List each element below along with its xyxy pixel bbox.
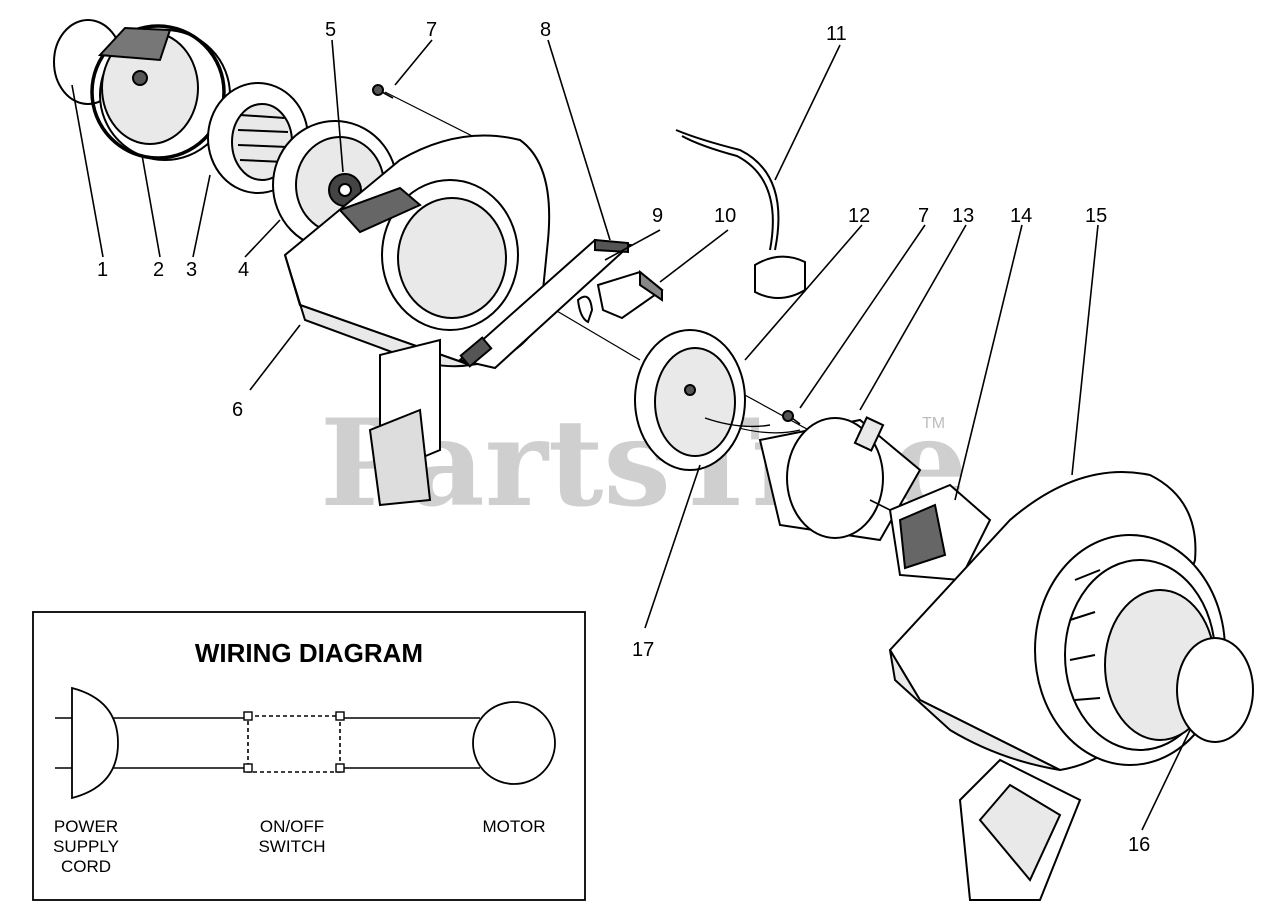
callout-numbers: 1 2 3 4 5 6 7 8 9 10 11 12 7 13 14 15 16… xyxy=(97,19,1150,856)
wiring-diagram-panel: WIRING DIAGRAM POWER SUPPLY CORD ON/OFF … xyxy=(32,611,586,901)
callout-3: 3 xyxy=(186,259,197,281)
power-cord-label-line-1: POWER xyxy=(54,817,118,836)
callout-9: 9 xyxy=(652,205,663,227)
part-10-on-off-switch xyxy=(596,269,664,320)
motor-symbol xyxy=(472,701,556,785)
power-cord-label-line-3: CORD xyxy=(61,857,111,876)
leader-lines xyxy=(71,39,1191,831)
wiring-diagram-title: WIRING DIAGRAM xyxy=(195,638,423,668)
callout-11: 11 xyxy=(826,23,847,45)
on-off-switch-symbol xyxy=(243,711,345,773)
callout-8: 8 xyxy=(540,19,551,41)
callout-7-top: 7 xyxy=(426,19,437,41)
callout-12: 12 xyxy=(848,205,870,227)
callout-17: 17 xyxy=(632,639,654,661)
motor-label: MOTOR xyxy=(483,817,546,836)
callout-1: 1 xyxy=(97,259,108,281)
watermark-trademark: TM xyxy=(922,415,945,432)
part-9-switch-clip xyxy=(576,295,594,324)
part-7-screw-top xyxy=(372,84,394,99)
part-7-screw-lower xyxy=(782,410,801,425)
callout-16: 16 xyxy=(1128,834,1150,856)
switch-label-line-2: SWITCH xyxy=(258,837,325,856)
callout-10: 10 xyxy=(714,205,736,227)
part-14-motor xyxy=(869,483,992,582)
part-12-motor-end-cap xyxy=(634,329,746,471)
callout-6: 6 xyxy=(232,399,243,421)
callout-2: 2 xyxy=(153,259,164,281)
power-cord-label-line-2: SUPPLY xyxy=(53,837,119,856)
part-6-housing-left xyxy=(283,134,551,507)
part-8-switch-slider xyxy=(457,238,633,370)
callout-5: 5 xyxy=(325,19,336,41)
part-2-front-housing xyxy=(90,24,231,161)
power-cord-plug-symbol xyxy=(71,686,119,800)
callout-4: 4 xyxy=(238,259,249,281)
callout-13: 13 xyxy=(952,205,974,227)
part-11-power-cord xyxy=(675,129,806,299)
switch-label-line-1: ON/OFF xyxy=(260,817,324,836)
part-16-rear-cap xyxy=(1176,637,1254,743)
part-13-motor-bracket xyxy=(758,416,922,542)
callout-7-lower: 7 xyxy=(918,205,929,227)
callout-15: 15 xyxy=(1085,205,1107,227)
callout-14: 14 xyxy=(1010,205,1032,227)
part-17-wire-connector xyxy=(704,417,771,428)
